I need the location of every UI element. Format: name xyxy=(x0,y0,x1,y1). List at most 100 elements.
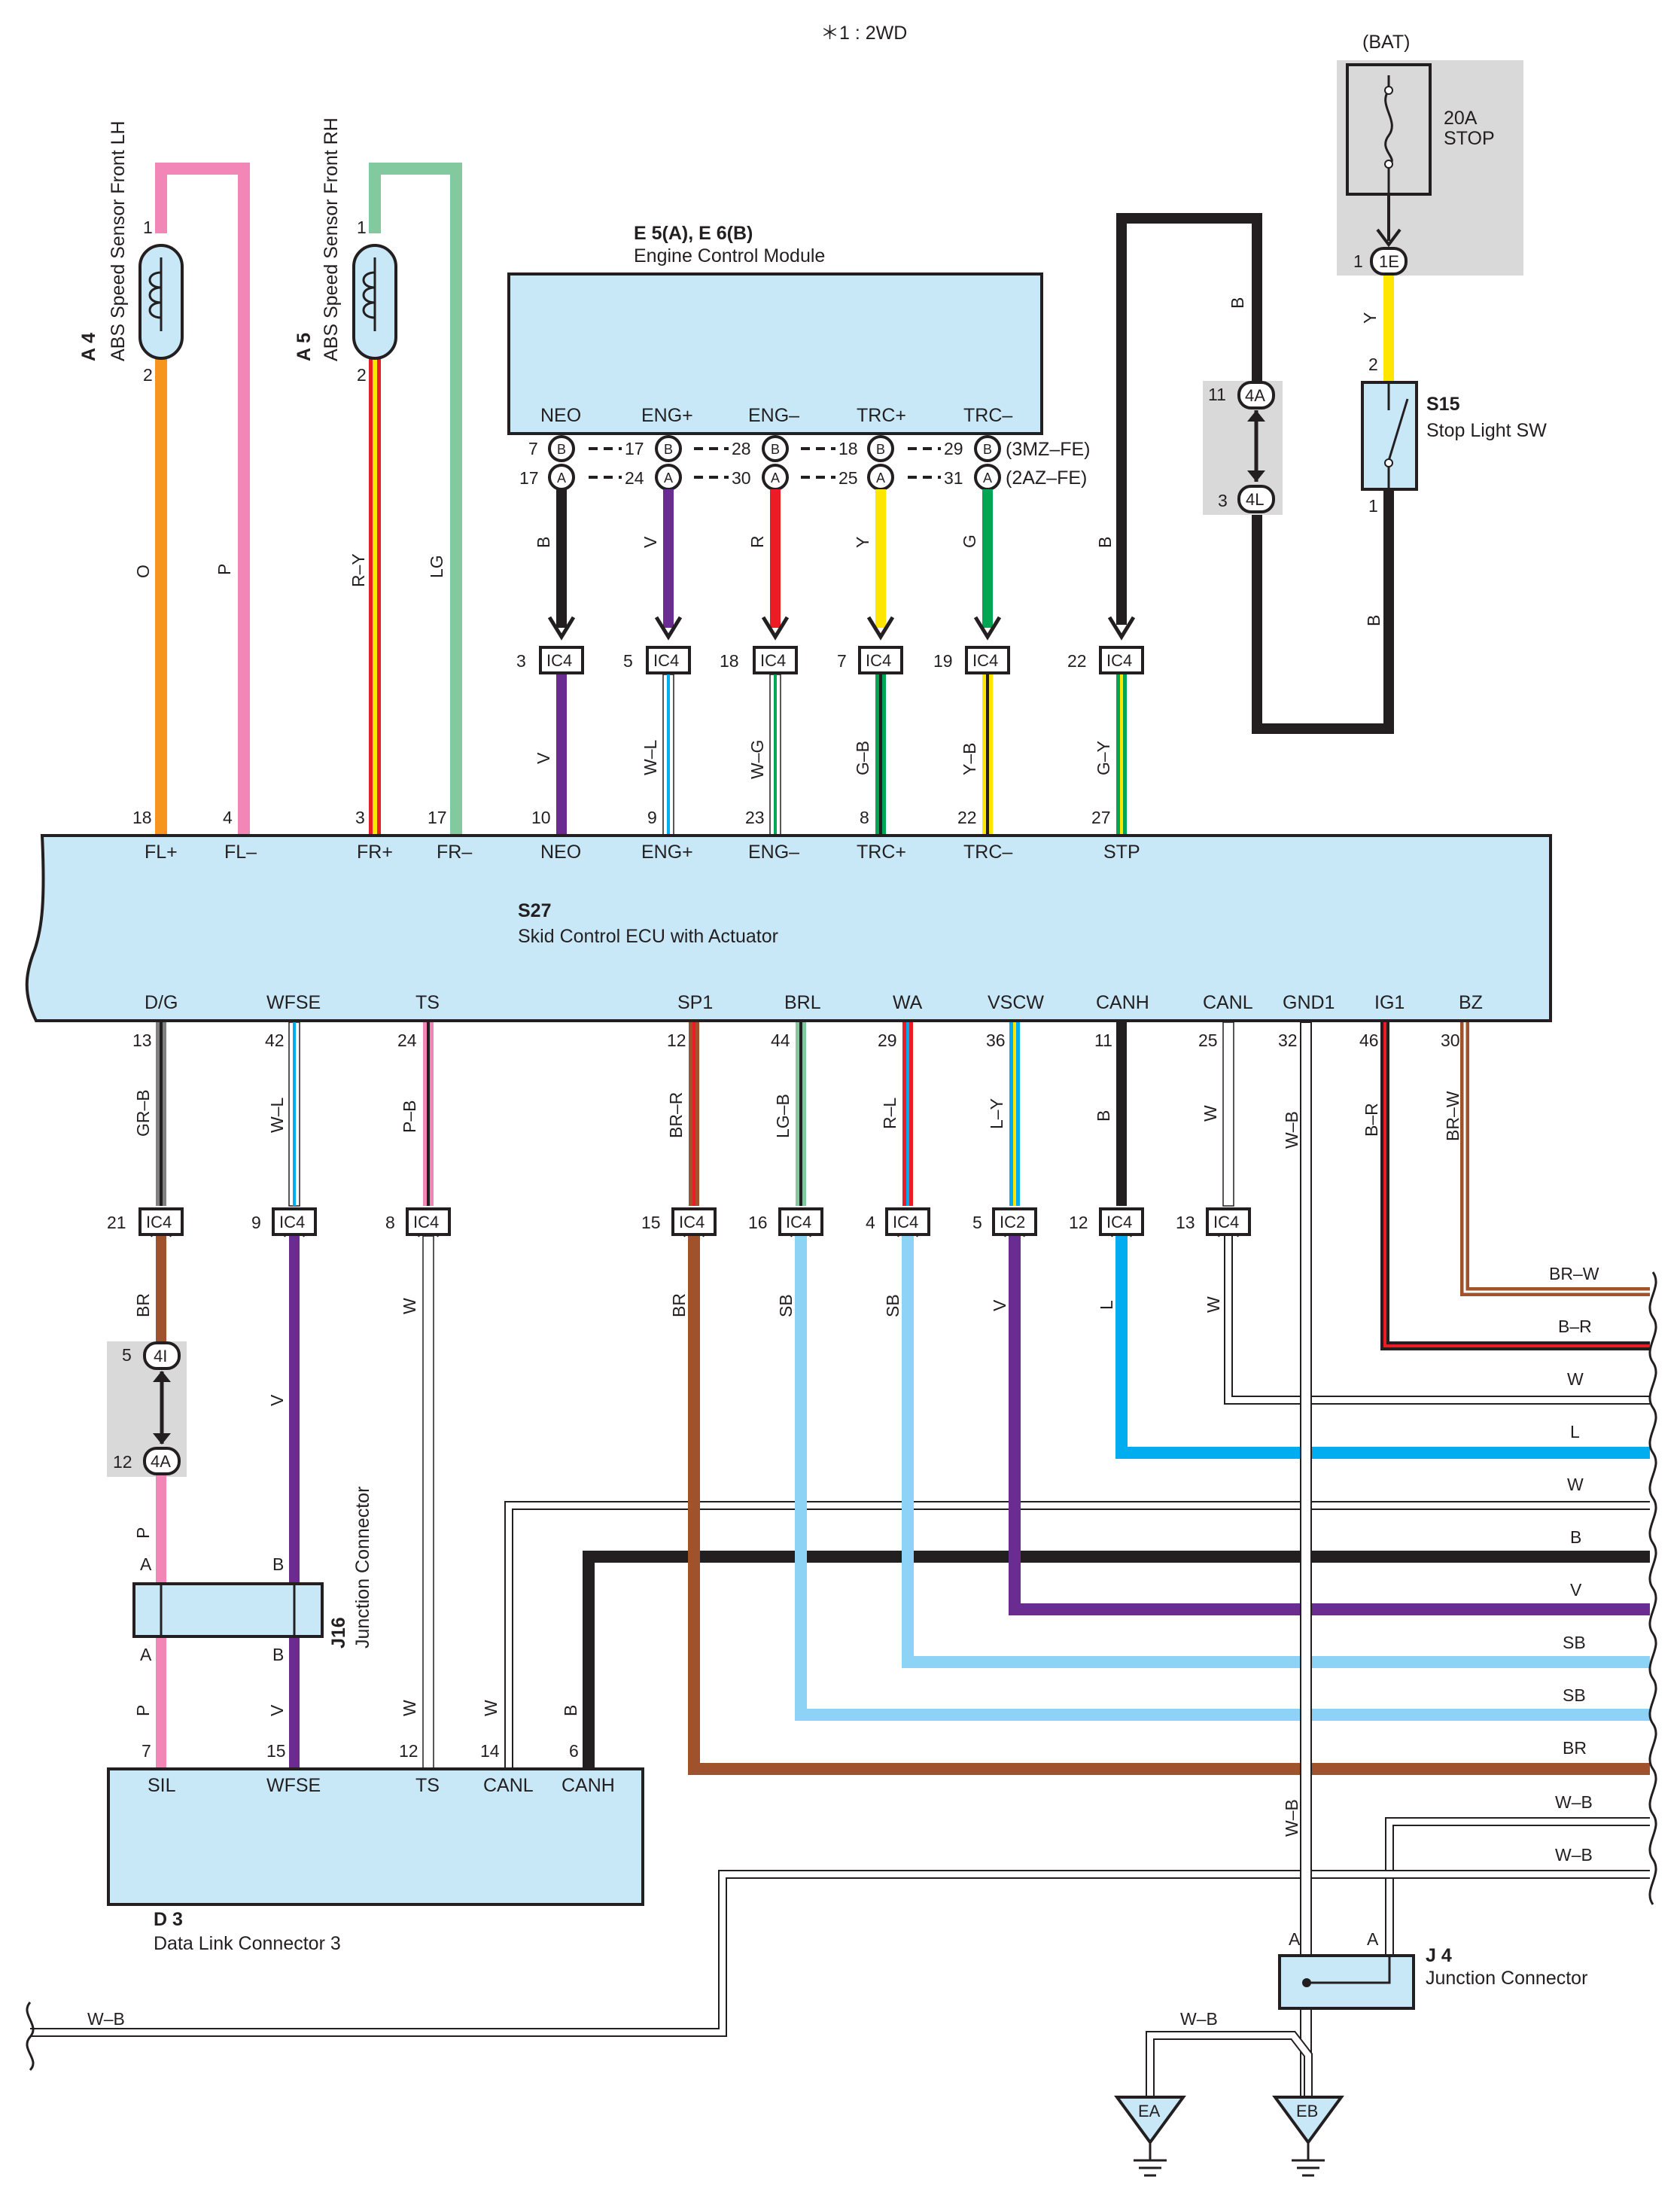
ecm-name: Engine Control Module xyxy=(634,245,825,266)
right-harness xyxy=(30,1022,1650,2037)
top-term-pin-6: 9 xyxy=(647,808,657,827)
ic-lower-1-pin: 21 xyxy=(107,1213,126,1232)
wire-r-engm xyxy=(770,489,781,628)
ic-upper-3 xyxy=(753,646,798,674)
dlc-pin-4: 14 xyxy=(480,1741,500,1761)
ecm-letter-b-3: B xyxy=(771,442,780,457)
left-break-line xyxy=(26,2002,35,2072)
lower-run-labels: BR SB SB V L W xyxy=(669,1293,1223,1317)
ic-lower-2 xyxy=(272,1207,317,1236)
wire-label-brn-sp1: BR xyxy=(669,1293,689,1317)
wire-label-sb-wa: SB xyxy=(883,1294,902,1317)
wire-label-rl: R–L xyxy=(880,1098,899,1129)
j16-code: J16 xyxy=(328,1617,349,1649)
right-label-8: SB xyxy=(1563,1633,1586,1652)
bot-term-pin-11: 46 xyxy=(1359,1031,1379,1050)
stp-arrow xyxy=(1107,616,1136,641)
conn-4a-top-label: 4A xyxy=(1245,386,1265,405)
wire-wb-to-ea xyxy=(1146,2031,1313,2100)
ic-lower-3-label: IC4 xyxy=(413,1213,439,1231)
right-label-6: B xyxy=(1570,1527,1581,1547)
right-label-10: BR xyxy=(1563,1738,1587,1758)
run-v-vscw xyxy=(1009,1236,1650,1615)
wire-label-b-stop-2: B xyxy=(1228,297,1247,309)
bot-term-name-7: VSCW xyxy=(988,992,1044,1013)
fuse-icon xyxy=(1384,75,1393,196)
run-wb-2-fill xyxy=(30,1871,1650,2035)
wire-wg-engm-stripe xyxy=(774,674,777,836)
ecm-arrow-heads xyxy=(547,616,1002,641)
bot-term-pin-9: 25 xyxy=(1198,1031,1218,1050)
wire-b-canh xyxy=(1116,1022,1127,1206)
ecm-term-trcp: TRC+ xyxy=(857,405,906,426)
j4-node xyxy=(1302,1978,1311,1987)
sensor-a5-pin-bottom: 2 xyxy=(357,365,367,385)
wire-p-fl-minus xyxy=(155,163,250,836)
run-br xyxy=(1380,1022,1650,1350)
wire-label-sb-brl: SB xyxy=(776,1294,796,1317)
bot-term-name-1: D/G xyxy=(145,992,178,1013)
wire-label-w-canl: W xyxy=(1201,1105,1220,1122)
top-term-pin-3: 3 xyxy=(355,808,365,827)
ic-lower-6-label: IC4 xyxy=(893,1213,918,1231)
jct-4i-arrow-up xyxy=(153,1371,171,1382)
wire-label-l-canh: L xyxy=(1097,1300,1116,1310)
wire-label-y-stop: Y xyxy=(1360,312,1380,324)
j4-name-line: Junction Connector xyxy=(1426,1968,1587,1989)
wire-v-engp xyxy=(663,489,674,628)
j4-code: J 4 xyxy=(1426,1945,1452,1966)
stop-pin-in: 2 xyxy=(1368,355,1378,374)
skid-control-ecu xyxy=(25,834,1552,1022)
wire-label-brr: BR–R xyxy=(666,1092,686,1138)
run-w-dlc-canl xyxy=(504,1501,1650,1776)
wire-label-b-neo: B xyxy=(534,537,553,548)
stop-switch-code: S15 xyxy=(1426,394,1460,415)
wire-ly-vscw-stripe xyxy=(1013,1022,1016,1206)
top-term-pin-5: 10 xyxy=(531,808,551,827)
ground-eb-label: EB xyxy=(1296,2102,1318,2120)
wire-label-ly: L–Y xyxy=(987,1098,1006,1129)
sensor-a5-name: ABS Speed Sensor Front RH xyxy=(321,117,342,361)
ic-lower-4 xyxy=(671,1207,717,1236)
wire-label-wb-gnd1: W–B xyxy=(1282,1111,1301,1149)
top-term-name-10: STP xyxy=(1103,842,1140,863)
bot-term-pin-5: 44 xyxy=(771,1031,790,1050)
conn-4l-bottom xyxy=(1237,485,1275,513)
ic-upper-2 xyxy=(646,646,691,674)
wire-label-wb-gnd-vert: W–B xyxy=(1282,1799,1301,1837)
dlc-pin-3: 12 xyxy=(399,1741,418,1761)
right-label-7: V xyxy=(1570,1580,1582,1600)
wire-lgb-brl-stripe xyxy=(799,1022,802,1206)
ic-upper-3-label: IC4 xyxy=(760,651,786,670)
ground-eb-symbol xyxy=(1292,2159,1325,2177)
conn-4l-bottom-label: 4L xyxy=(1246,490,1264,509)
dlc-code: D 3 xyxy=(154,1909,183,1930)
ic-lower-6-pin: 4 xyxy=(866,1213,875,1232)
wire-label-v-wfse-2: V xyxy=(267,1704,287,1716)
ic-lower-9-pin: 13 xyxy=(1176,1213,1195,1232)
ecm-letter-a-2: A xyxy=(664,470,673,486)
wire-label-g-trcm: G xyxy=(960,534,979,548)
bot-term-pin-3: 24 xyxy=(397,1031,417,1050)
fuse-rating: 20A xyxy=(1444,108,1478,129)
dlc-pin-2: 15 xyxy=(266,1741,286,1761)
ecm-pin-a-5: 31 xyxy=(944,468,963,488)
skid-top-terminals: 18 FL+ 4 FL– 3 FR+ 17 FR– 10 NEO 9 ENG+ … xyxy=(132,808,1140,863)
j4-internal-link xyxy=(1308,1956,1391,1984)
wire-label-r-engm: R xyxy=(747,535,767,548)
ic-lower-7 xyxy=(992,1207,1037,1236)
ic-upper-4-pin: 7 xyxy=(837,651,847,671)
ecm-connector-letters: BA BA BA BA BA xyxy=(557,442,992,486)
skid-bottom-terminals: D/G 13 WFSE 42 TS 24 SP1 12 BRL 44 WA 29… xyxy=(132,992,1483,1050)
top-term-name-6: ENG+ xyxy=(641,842,693,863)
ic-lower-8-label: IC4 xyxy=(1106,1213,1132,1231)
wire-label-wb-left: W–B xyxy=(87,2009,125,2029)
top-term-pin-1: 18 xyxy=(132,808,152,827)
bot-term-pin-2: 42 xyxy=(265,1031,285,1050)
ground-ea-label: EA xyxy=(1138,2102,1161,2120)
ic-to-ecu-labels: V W–L W–G G–B Y–B G–Y xyxy=(534,740,1113,780)
ecu-bottom-wire-labels: GR–B W–L P–B BR–R LG–B R–L L–Y B W W–B B… xyxy=(133,1089,1462,1149)
wire-label-p-fl: P xyxy=(215,564,234,575)
dlc-name-1: SIL xyxy=(148,1775,176,1796)
bot-term-name-9: CANL xyxy=(1203,992,1253,1013)
